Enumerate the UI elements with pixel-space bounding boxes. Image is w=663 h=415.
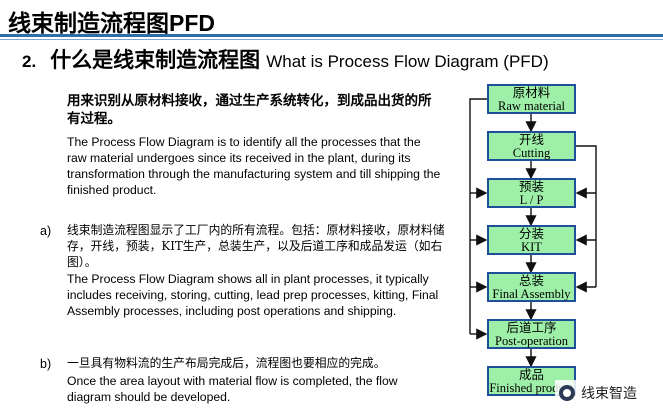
section-heading: 2. 什么是线束制造流程图 What is Process Flow Diagram… — [22, 44, 549, 74]
flow-step-en: Final Assembly — [492, 287, 571, 301]
flow-step-zh: 成品 — [518, 368, 544, 382]
page-title: 线束制造流程图PFD — [8, 10, 215, 36]
flow-step-zh: 原材料 — [512, 86, 551, 100]
flow-step-en: Finished product — [489, 381, 574, 395]
section-heading-zh: 什么是线束制造流程图 — [50, 49, 261, 72]
flow-step-zh: 后道工序 — [506, 321, 557, 335]
flow-step-zh: 分装 — [518, 227, 544, 241]
flow-step-zh: 总装 — [518, 274, 544, 288]
watermark-text: 线束智造 — [581, 385, 637, 401]
item-b-label: b) — [40, 357, 52, 371]
section-number: 2. — [22, 52, 37, 71]
title-rule — [0, 34, 663, 37]
section-heading-en: What is Process Flow Diagram (PFD) — [266, 52, 549, 71]
watermark-logo-icon — [559, 385, 575, 401]
item-a-en: The Process Flow Diagram shows all in pl… — [67, 272, 439, 318]
flow-step-en: Raw material — [498, 99, 565, 113]
watermark: 线束智造 — [555, 380, 661, 406]
intro-zh: 用来识别从原材料接收，通过生产系统转化，到成品出货的所有过程。 — [67, 93, 432, 126]
intro-en: The Process Flow Diagram is to identify … — [67, 135, 441, 197]
item-b-zh: 一旦具有物料流的生产布局完成后，流程图也要相应的完成。 — [67, 356, 386, 370]
flow-step-en: L / P — [519, 193, 544, 207]
flow-step-en: Cutting — [512, 146, 551, 160]
flow-step-zh: 开线 — [518, 133, 544, 147]
flow-step-en: KIT — [521, 240, 542, 254]
item-b-en: Once the area layout with material flow … — [67, 374, 398, 404]
item-a-label: a) — [40, 224, 52, 238]
item-a-zh: 线束制造流程图显示了工厂内的所有流程。包括：原材料接收，原材料储存，开线，预装，… — [67, 223, 445, 269]
flow-step-en: Post-operation — [495, 334, 568, 348]
title-rule-thin — [0, 39, 663, 40]
flow-step-zh: 预装 — [518, 180, 544, 194]
